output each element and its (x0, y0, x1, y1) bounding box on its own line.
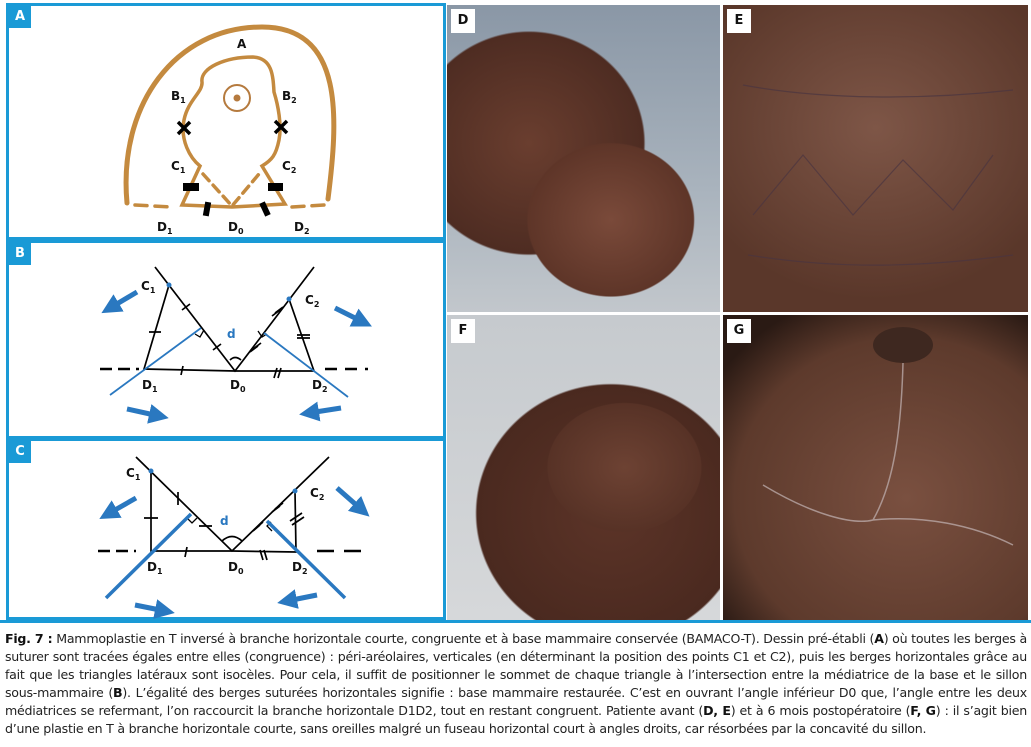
label-d0: D0 (230, 378, 246, 394)
figure-caption: Fig. 7 : Mammoplastie en T inversé à bra… (5, 630, 1027, 738)
photo-e-preop-markings: E (723, 5, 1028, 312)
caption-divider (0, 620, 1031, 623)
vertical-dashes (201, 172, 261, 209)
caption-text: ) et à 6 mois postopératoire ( (730, 703, 911, 718)
caption-text: Mammoplastie en T inversé à branche hori… (52, 631, 875, 646)
panel-a-label: A (9, 6, 31, 28)
outer-breast-outline (123, 24, 337, 206)
panel-b-label: B (9, 243, 31, 265)
caption-ref: D, E (703, 703, 731, 718)
label-c1: C1 (171, 159, 186, 175)
mediatrix-left (104, 512, 193, 600)
scar-lines (762, 327, 1014, 546)
arrow-up-left-icon (101, 289, 139, 314)
photo-f-postop-lateral: F (447, 315, 720, 620)
label-d2: D2 (292, 560, 308, 576)
panel-c-diagram: C (6, 438, 446, 620)
panel-c-label: C (9, 441, 31, 463)
label-a: A (237, 37, 247, 51)
point-c1 (148, 468, 154, 474)
left-side-line (154, 266, 315, 373)
label-d2: D2 (312, 378, 328, 394)
caption-ref: F, G (910, 703, 936, 718)
arrow-up-left-icon (99, 495, 138, 519)
label-d0: D0 (228, 560, 244, 576)
arrow-right-icon (126, 404, 169, 424)
panel-b-diagram: B (6, 240, 446, 439)
photo-f-label: F (451, 319, 475, 343)
arrow-right-icon (134, 599, 175, 619)
photo-g-postop-scar: G (723, 315, 1028, 620)
arrow-up-right-icon (333, 305, 372, 327)
label-c1: C1 (126, 466, 141, 482)
label-d1: D1 (157, 220, 173, 236)
areola-circle (223, 84, 251, 112)
cross-mark-b2 (273, 119, 289, 135)
panel-b-blue (101, 282, 372, 424)
label-d1: D1 (147, 560, 163, 576)
triangle-left (150, 471, 232, 552)
mark-c2 (268, 183, 283, 191)
mediatrix-right (265, 519, 347, 600)
photo-d-preop-lateral: D (447, 5, 720, 312)
label-c1: C1 (141, 279, 156, 295)
label-b1: B1 (171, 89, 186, 105)
inframammary-dashes-right (290, 203, 326, 209)
tick-marks (149, 303, 310, 379)
mediatrix-right (263, 332, 349, 398)
arrow-down-right-icon (335, 486, 370, 517)
tick-marks (144, 492, 305, 561)
label-d: d (227, 327, 236, 341)
caption-ref: A (874, 631, 884, 646)
label-c2: C2 (305, 293, 319, 309)
photo-g-label: G (727, 319, 751, 343)
caption-text: ) : il s’agit bien d’une plastie en T à … (5, 703, 1027, 736)
label-d0: D0 (228, 220, 244, 236)
panel-c-labels: C1 C2 D1 D0 D2 d (126, 466, 324, 576)
panel-a-markers (176, 119, 289, 217)
caption-text: ). L’égalité des berges suturées horizon… (5, 685, 1027, 718)
mark-d2 (259, 201, 271, 217)
figure-number: Fig. 7 : (5, 631, 53, 646)
label-d1: D1 (142, 378, 158, 394)
label-c2: C2 (310, 486, 324, 502)
panel-a-sketch (123, 24, 337, 209)
arrow-left-icon (299, 401, 342, 422)
panel-c-blue (99, 468, 370, 619)
caption-text: ) où toutes les berges à suturer sont tr… (5, 631, 1027, 700)
nipple-dot (233, 94, 241, 102)
cross-mark-b1 (176, 120, 192, 136)
diagrams-svg: A B1 B2 C1 C2 D1 D0 D2 (98, 24, 372, 619)
panel-a-labels: A B1 B2 C1 C2 D1 D0 D2 (157, 37, 310, 236)
label-d2: D2 (294, 220, 310, 236)
triangle-left (142, 284, 236, 372)
label-d: d (220, 514, 229, 528)
photo-e-label: E (727, 9, 751, 33)
mediatrix-left (109, 327, 202, 396)
photo-d-label: D (451, 9, 475, 33)
point-c2 (292, 488, 298, 494)
panel-b-geometry (100, 266, 368, 379)
label-b2: B2 (282, 89, 297, 105)
caption-ref: B (113, 685, 123, 700)
arrow-left-icon (277, 589, 318, 609)
mark-d1 (202, 201, 212, 217)
inner-resection-outline (179, 55, 289, 209)
point-c2 (286, 296, 292, 302)
label-c2: C2 (282, 159, 296, 175)
skin-markings (742, 84, 1014, 266)
panel-b-labels: C1 C2 D1 D0 D2 d (141, 279, 328, 394)
point-c1 (166, 282, 172, 288)
inframammary-dashes-left (133, 203, 174, 209)
mark-c1 (183, 183, 199, 191)
